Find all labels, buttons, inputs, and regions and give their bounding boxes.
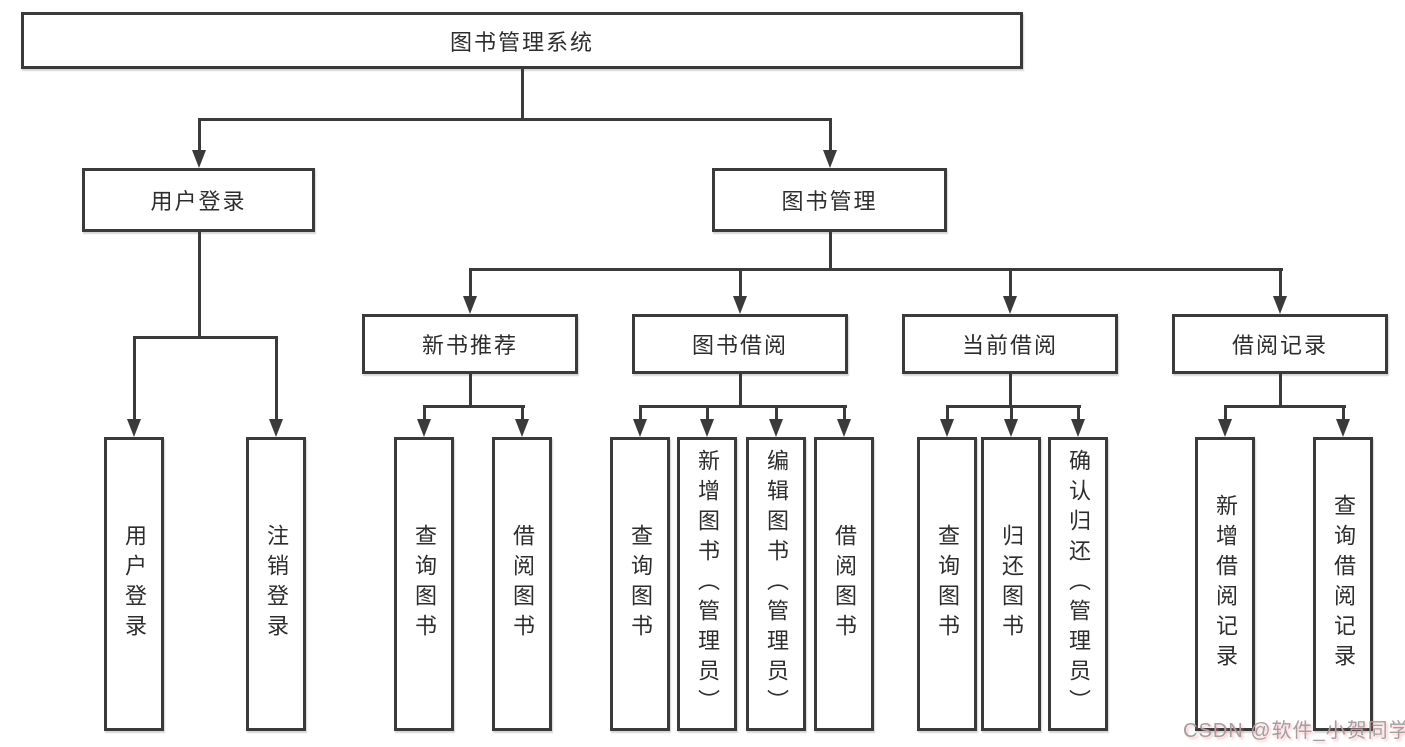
arrow-down-icon — [837, 419, 851, 437]
connector-line — [1077, 405, 1080, 421]
arrow-down-icon — [823, 150, 837, 168]
connector-line — [1224, 405, 1227, 421]
leaf-query-borrow-record: 查询借阅记录 — [1313, 437, 1373, 731]
node-label: 查询借阅记录 — [1331, 494, 1356, 674]
arrow-down-icon — [1218, 419, 1232, 437]
arrow-down-icon — [192, 150, 206, 168]
leaf-query-books-borrow: 查询图书 — [610, 437, 670, 731]
connector-line — [423, 405, 525, 408]
connector-line — [639, 405, 847, 408]
watermark-text: CSDN @软件_小贺同学 — [1183, 720, 1405, 742]
connector-line — [1279, 374, 1282, 405]
connector-line — [829, 232, 832, 268]
connector-line — [946, 405, 949, 421]
arrow-down-icon — [1071, 419, 1085, 437]
connector-line — [775, 405, 778, 421]
leaf-query-books-current: 查询图书 — [917, 437, 977, 731]
connector-line — [1342, 405, 1345, 421]
node-book-borrow: 图书借阅 — [632, 314, 848, 374]
leaf-borrow-books-recommend: 借阅图书 — [492, 437, 552, 731]
node-label: 确认归还（管理员） — [1066, 449, 1091, 719]
connector-line — [1010, 405, 1013, 421]
node-label: 新增图书（管理员） — [695, 449, 720, 719]
connector-line — [198, 118, 832, 121]
arrow-down-icon — [940, 419, 954, 437]
arrow-down-icon — [515, 419, 529, 437]
node-current-borrow: 当前借阅 — [902, 314, 1118, 374]
node-label: 查询图书 — [412, 524, 437, 644]
arrow-down-icon — [463, 296, 477, 314]
node-label: 编辑图书（管理员） — [764, 449, 789, 719]
node-label: 新书推荐 — [421, 333, 518, 358]
connector-line — [1279, 268, 1282, 298]
connector-line — [706, 405, 709, 421]
arrow-down-icon — [700, 419, 714, 437]
leaf-user-login: 用户登录 — [104, 437, 164, 731]
node-label: 用户登录 — [122, 524, 147, 644]
connector-line — [133, 336, 278, 339]
node-label: 借阅记录 — [1231, 333, 1328, 358]
connector-line — [521, 405, 524, 421]
connector-line — [133, 336, 136, 421]
connector-line — [198, 118, 201, 154]
leaf-borrow-books: 借阅图书 — [814, 437, 874, 731]
leaf-add-book-admin: 新增图书（管理员） — [677, 437, 737, 731]
connector-line — [739, 268, 742, 298]
leaf-confirm-return-admin: 确认归还（管理员） — [1048, 437, 1108, 731]
node-label: 用户登录 — [150, 189, 247, 214]
connector-line — [275, 336, 278, 421]
leaf-edit-book-admin: 编辑图书（管理员） — [746, 437, 806, 731]
arrow-down-icon — [769, 419, 783, 437]
arrow-down-icon — [1004, 419, 1018, 437]
node-label: 注销登录 — [264, 524, 289, 644]
connector-line — [829, 118, 832, 154]
node-label: 新增借阅记录 — [1213, 494, 1238, 674]
node-label: 借阅图书 — [832, 524, 857, 644]
node-label: 查询图书 — [628, 524, 653, 644]
node-user-login: 用户登录 — [82, 168, 315, 232]
arrow-down-icon — [1336, 419, 1350, 437]
arrow-down-icon — [417, 419, 431, 437]
node-borrow-records: 借阅记录 — [1172, 314, 1388, 374]
connector-line — [739, 374, 742, 405]
connector-line — [946, 405, 1081, 408]
connector-line — [469, 268, 472, 298]
connector-line — [639, 405, 642, 421]
arrow-down-icon — [1003, 296, 1017, 314]
node-label: 图书管理 — [781, 189, 878, 214]
connector-line — [521, 69, 524, 118]
node-new-book-recommend: 新书推荐 — [362, 314, 578, 374]
node-label: 图书管理系统 — [449, 29, 594, 55]
leaf-logout: 注销登录 — [246, 437, 306, 731]
arrow-down-icon — [1273, 296, 1287, 314]
arrow-down-icon — [127, 419, 141, 437]
arrow-down-icon — [269, 419, 283, 437]
connector-line — [469, 268, 1283, 271]
node-label: 查询图书 — [935, 524, 960, 644]
node-label: 图书借阅 — [691, 333, 788, 358]
connector-line — [1009, 268, 1012, 298]
connector-line — [1224, 405, 1346, 408]
leaf-query-books-recommend: 查询图书 — [394, 437, 454, 731]
node-label: 借阅图书 — [510, 524, 535, 644]
node-label: 当前借阅 — [961, 333, 1058, 358]
node-root: 图书管理系统 — [21, 12, 1023, 69]
node-book-management: 图书管理 — [712, 168, 947, 232]
connector-line — [469, 374, 472, 405]
connector-line — [198, 232, 201, 336]
connector-line — [843, 405, 846, 421]
leaf-add-borrow-record: 新增借阅记录 — [1195, 437, 1255, 731]
arrow-down-icon — [633, 419, 647, 437]
node-label: 归还图书 — [999, 524, 1024, 644]
connector-line — [423, 405, 426, 421]
arrow-down-icon — [733, 296, 747, 314]
leaf-return-book: 归还图书 — [981, 437, 1041, 731]
connector-line — [1009, 374, 1012, 405]
